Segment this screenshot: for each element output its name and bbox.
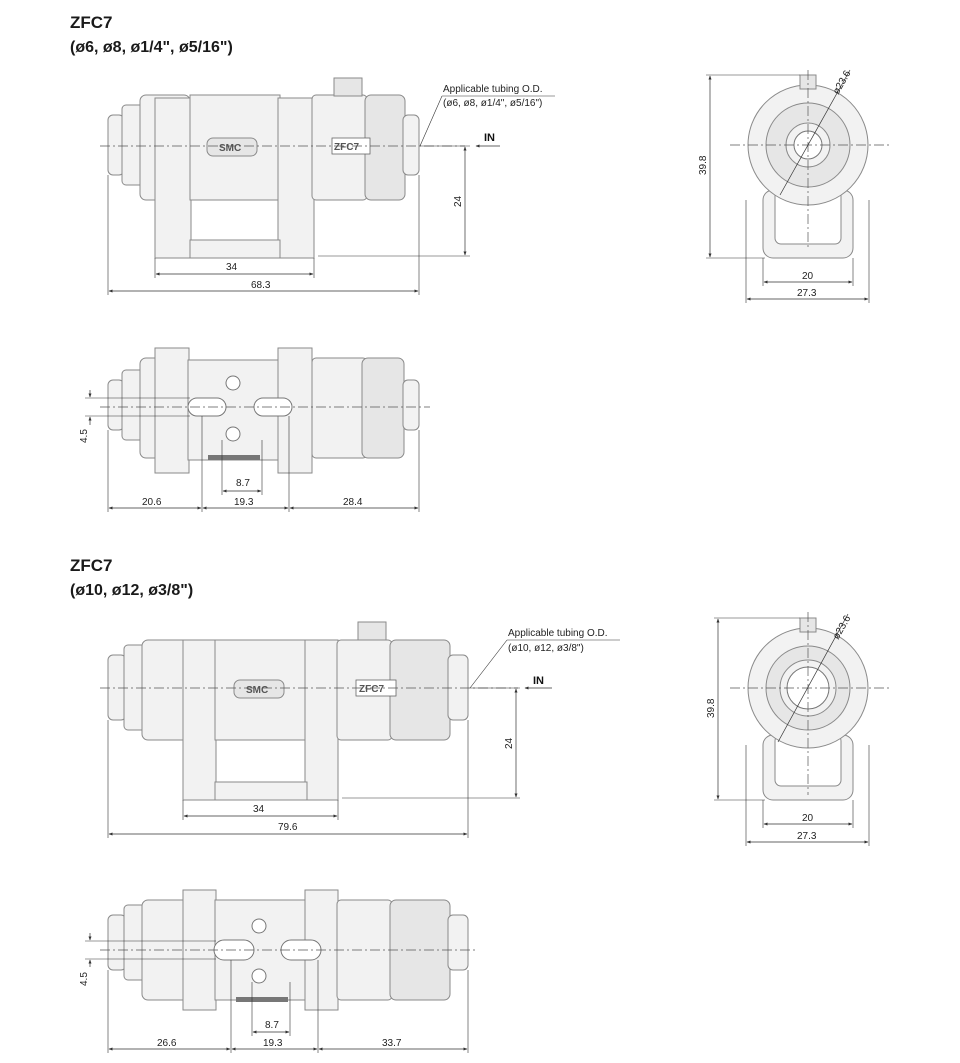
tubing-sizes: (ø6, ø8, ø1/4", ø5/16")	[443, 98, 542, 109]
dim-left-length-2: 26.6	[157, 1038, 177, 1049]
tubing-sizes-2: (ø10, ø12, ø3/8")	[508, 643, 584, 654]
in-label: IN	[484, 132, 495, 144]
dim-diameter: ø23.6	[831, 68, 854, 96]
dim-side-inner-width: 20	[802, 271, 814, 282]
smc-logo: SMC	[219, 143, 241, 154]
clip	[333, 77, 363, 97]
diameter-leader	[779, 69, 851, 196]
front-view: SMC ZFC7 IN Applicable tubing O.D. (ø6, …	[100, 77, 555, 295]
dim-side-height: 39.8	[698, 155, 709, 175]
model-title-2: ZFC7	[70, 556, 113, 575]
dim-side-inner-width-2: 20	[802, 813, 814, 824]
dim-side-height-2: 39.8	[706, 698, 717, 718]
dim-mid-length-2: 19.3	[263, 1038, 283, 1049]
dim-mid-length: 19.3	[234, 497, 254, 508]
section-2: ZFC7 (ø10, ø12, ø3/8") SMC ZFC7 IN Appli…	[70, 556, 890, 1053]
dim-diameter-2: ø23.6	[831, 613, 854, 641]
dim-hole-pitch-2: 8.7	[265, 1020, 279, 1031]
dim-overall-length-2: 79.6	[278, 822, 298, 833]
model-sizes-2: (ø10, ø12, ø3/8")	[70, 582, 193, 599]
bottom-view: 4.5 8.7 20.6 19.3 28.4	[79, 347, 430, 512]
smc-logo-2: SMC	[246, 685, 268, 696]
tubing-label: Applicable tubing O.D.	[443, 84, 543, 95]
body-mark-2: ZFC7	[359, 684, 384, 695]
dim-side-width-2: 27.3	[797, 831, 817, 842]
front-view-2: SMC ZFC7 IN Applicable tubing O.D. (ø10,…	[100, 621, 620, 838]
dim-overall-length: 68.3	[251, 280, 271, 291]
smc-logo-badge	[206, 137, 258, 157]
dim-side-width: 27.3	[797, 288, 817, 299]
side-view-2: ø23.6 39.8 20 27.3	[706, 612, 890, 846]
dim-width-bracket: 34	[226, 262, 238, 273]
model-sizes: (ø6, ø8, ø1/4", ø5/16")	[70, 39, 233, 56]
bracket-left	[154, 97, 192, 259]
body-mark: ZFC7	[334, 142, 359, 153]
dim-left-length: 20.6	[142, 497, 162, 508]
model-title: ZFC7	[70, 13, 113, 32]
tubing-label-2: Applicable tubing O.D.	[508, 628, 608, 639]
dim-slot-width: 4.5	[79, 429, 90, 443]
bracket-right	[277, 97, 315, 259]
side-view: ø23.6 39.8 20 27.3	[698, 68, 890, 303]
section-1: ZFC7 (ø6, ø8, ø1/4", ø5/16") SMC ZFC7 IN	[70, 13, 890, 512]
tubing-leader	[419, 95, 443, 147]
dim-width-bracket-2: 34	[253, 804, 265, 815]
dim-right-length: 28.4	[343, 497, 363, 508]
bracket-base	[189, 239, 281, 259]
dim-right-length-2: 33.7	[382, 1038, 402, 1049]
dim-height-center: 24	[453, 195, 464, 207]
dim-hole-pitch: 8.7	[236, 478, 250, 489]
in-label-2: IN	[533, 675, 544, 687]
fitting-right	[402, 114, 420, 176]
dim-slot-width-2: 4.5	[79, 972, 90, 986]
cap-right	[364, 94, 406, 201]
dim-height-center-2: 24	[504, 737, 515, 749]
bottom-view-2: 4.5 8.7 26.6 19.3 33.7	[79, 889, 478, 1053]
